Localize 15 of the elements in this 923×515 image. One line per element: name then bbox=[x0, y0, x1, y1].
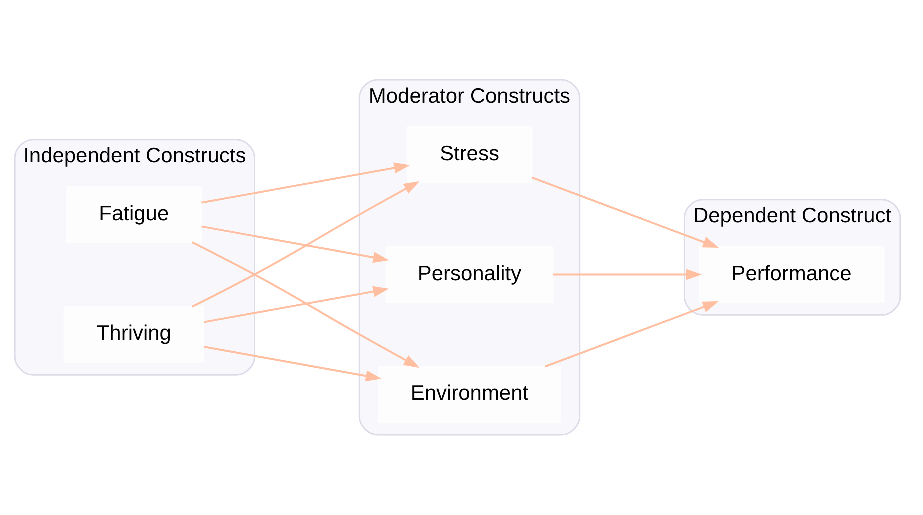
arrow bbox=[544, 302, 719, 368]
arrow bbox=[553, 269, 702, 280]
arrow bbox=[192, 181, 420, 308]
node-text: Thriving bbox=[96, 322, 172, 346]
arrow bbox=[192, 242, 420, 368]
node-text: Fatigue bbox=[99, 202, 170, 226]
arrow bbox=[204, 286, 390, 324]
node-text: Performance bbox=[732, 262, 852, 286]
node-text: Stress bbox=[440, 142, 500, 166]
arrow bbox=[202, 226, 390, 264]
arrow bbox=[532, 176, 720, 248]
node-text: Personality bbox=[418, 262, 522, 286]
node-text: Environment bbox=[410, 382, 529, 406]
arrow bbox=[202, 162, 410, 204]
arrow bbox=[204, 346, 382, 382]
